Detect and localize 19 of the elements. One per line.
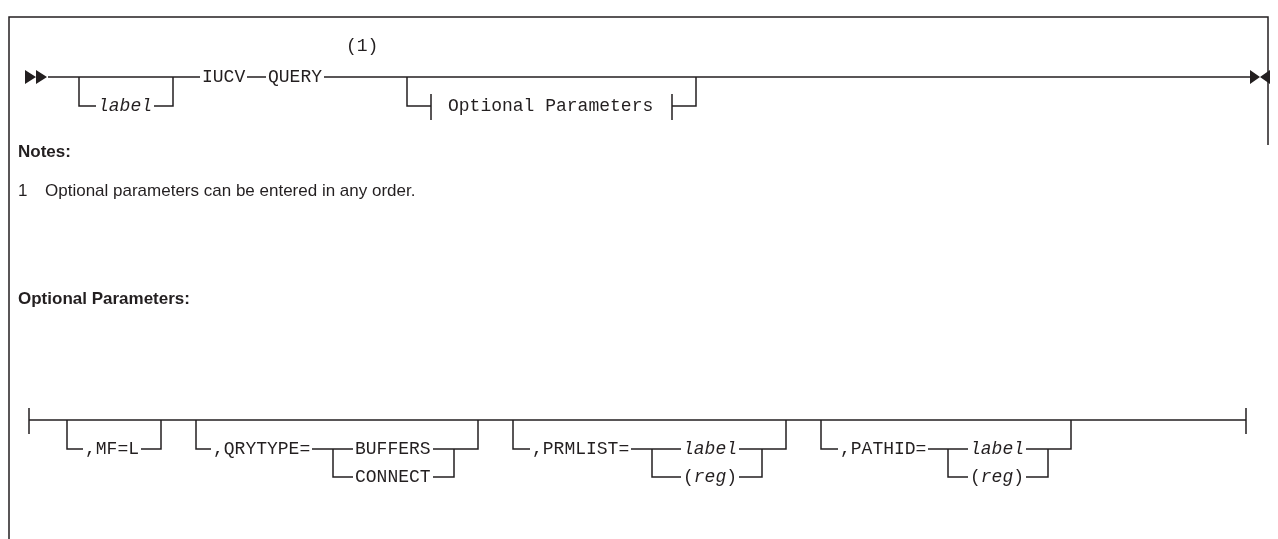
section-heading: Optional Parameters: (18, 288, 190, 310)
note-number: 1 (18, 180, 28, 202)
syntax-keyword: CONNECT (355, 466, 431, 488)
footnote-reference: (1) (346, 35, 379, 57)
note-text: Optional parameters can be entered in any order. (45, 180, 416, 202)
syntax-keyword: ,MF=L (85, 438, 139, 460)
syntax-keyword: (reg) (970, 466, 1025, 488)
section-heading: Notes: (18, 141, 71, 163)
syntax-keyword: IUCV (202, 66, 246, 88)
syntax-keyword: ,PATHID= (840, 438, 927, 460)
syntax-keyword: (reg) (683, 466, 738, 488)
variable-name: label (970, 438, 1024, 460)
fragment-reference: Optional Parameters (448, 95, 654, 117)
syntax-keyword: ,QRYTYPE= (213, 438, 311, 460)
syntax-keyword: BUFFERS (355, 438, 431, 460)
syntax-keyword: QUERY (268, 66, 322, 88)
variable-name: label (98, 95, 152, 117)
variable-name: label (683, 438, 737, 460)
syntax-keyword: ,PRMLIST= (532, 438, 630, 460)
